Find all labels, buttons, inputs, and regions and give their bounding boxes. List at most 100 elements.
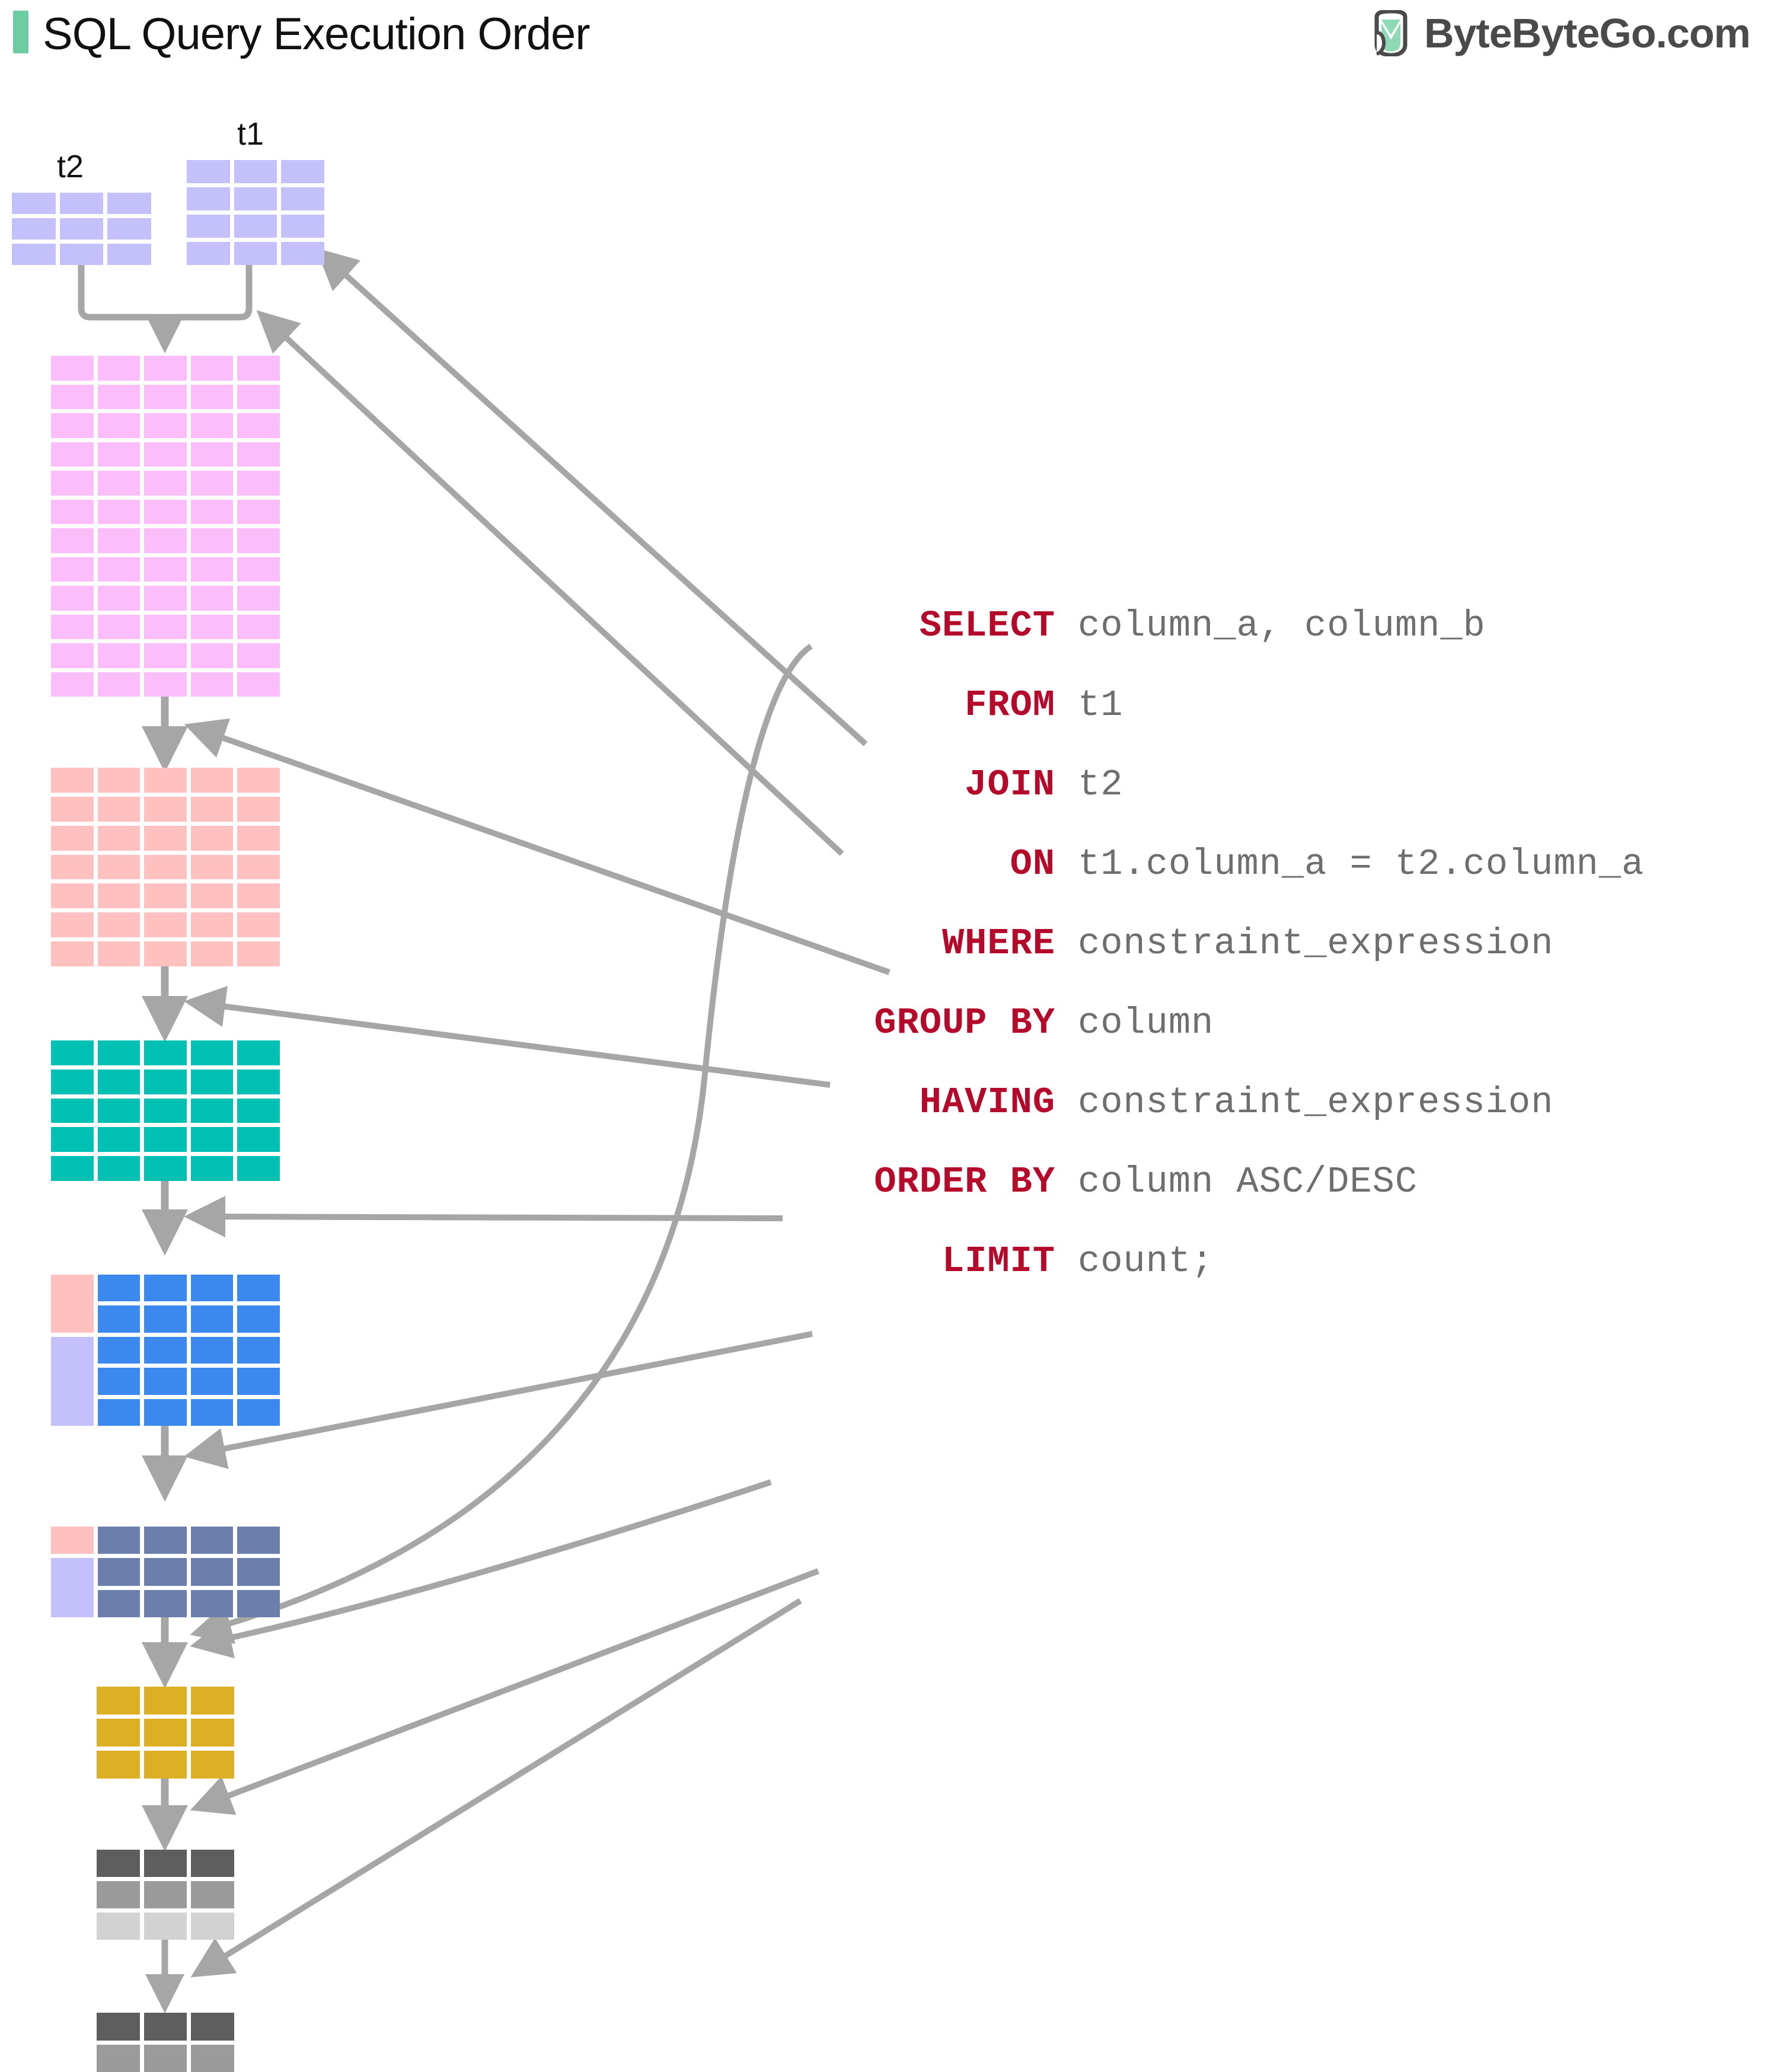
table-cell	[51, 586, 94, 611]
table-cell	[191, 586, 234, 611]
table-cell	[98, 1337, 141, 1364]
table-cell	[97, 1913, 140, 1940]
table-cell	[144, 615, 187, 640]
table-cell	[234, 215, 277, 238]
table-cell	[144, 1590, 187, 1617]
table-cell	[97, 1687, 140, 1715]
table-cell	[51, 1069, 94, 1094]
table-cell	[191, 1305, 234, 1332]
table-cell	[191, 413, 234, 438]
table-cell	[144, 471, 187, 496]
table-cell	[144, 1069, 187, 1094]
sql-keyword: LIMIT	[818, 1240, 1055, 1282]
table-cell	[98, 826, 141, 851]
table-cell	[237, 557, 280, 582]
table-cell	[144, 385, 187, 410]
table-cell	[191, 442, 234, 467]
table-cell	[237, 385, 280, 410]
table-cell	[191, 1156, 234, 1181]
table-cell	[191, 768, 234, 793]
table-cell	[51, 557, 94, 582]
table-cell	[281, 242, 324, 265]
table-cell	[51, 797, 94, 822]
sql-keyword: JOIN	[818, 764, 1055, 806]
sql-keyword: SELECT	[818, 605, 1055, 647]
table-cell	[144, 442, 187, 467]
table-cell	[237, 1558, 280, 1585]
table-cell	[51, 768, 94, 793]
table-cell	[237, 442, 280, 467]
table-cell	[60, 244, 104, 265]
table-cell	[191, 1275, 234, 1301]
table-cell	[51, 385, 94, 410]
table-cell	[191, 500, 234, 525]
table-cell	[237, 1368, 280, 1394]
table-cell	[191, 1527, 234, 1554]
table-cell	[51, 356, 94, 381]
sql-keyword: GROUP BY	[818, 1002, 1055, 1044]
table-cell	[187, 215, 230, 238]
table-cell	[51, 615, 94, 640]
table-cell	[144, 912, 187, 937]
table-cell	[144, 1337, 187, 1364]
sql-expression: column ASC/DESC	[1078, 1161, 1418, 1203]
table-cell	[191, 826, 234, 851]
table-cell	[98, 385, 141, 410]
table-cell	[51, 1040, 94, 1065]
table-cell	[191, 1127, 234, 1152]
sql-keyword: ON	[818, 843, 1055, 885]
table-cell	[237, 1399, 280, 1426]
stage-join-result	[51, 356, 280, 697]
table-cell	[191, 385, 234, 410]
table-cell	[144, 1099, 187, 1123]
table-cell	[237, 1156, 280, 1181]
table-label-t1: t1	[237, 116, 264, 152]
table-cell	[144, 557, 187, 582]
table-cell	[98, 1156, 141, 1181]
table-cell	[98, 557, 141, 582]
sql-expression: t1	[1078, 684, 1123, 726]
table-cell	[191, 615, 234, 640]
group-key-cell-bottom	[51, 1337, 94, 1426]
table-cell	[98, 855, 141, 880]
group-key-cell-top	[51, 1527, 94, 1554]
table-cell	[107, 218, 151, 240]
table-cell	[51, 912, 94, 937]
stage-where-result	[51, 768, 280, 966]
table-cell	[237, 1337, 280, 1364]
sql-keyword: WHERE	[818, 922, 1055, 965]
table-cell	[98, 442, 141, 467]
table-cell	[144, 1275, 187, 1301]
table-cell	[144, 883, 187, 908]
table-cell	[98, 356, 141, 381]
table-cell	[98, 1099, 141, 1123]
stage-limit-result	[97, 2013, 234, 2072]
table-cell	[144, 1913, 187, 1940]
table-cell	[144, 413, 187, 438]
table-cell	[191, 1558, 234, 1585]
table-cell	[191, 1751, 234, 1779]
table-cell	[237, 826, 280, 851]
table-cell	[237, 1527, 280, 1554]
table-cell	[237, 768, 280, 793]
table-cell	[51, 672, 94, 697]
table-cell	[51, 471, 94, 496]
table-cell	[237, 413, 280, 438]
table-cell	[191, 1368, 234, 1394]
table-cell	[144, 528, 187, 553]
table-cell	[12, 218, 56, 240]
table-cell	[98, 643, 141, 668]
table-cell	[98, 1275, 141, 1301]
stage-select-result	[97, 1687, 234, 1779]
table-cell	[191, 528, 234, 553]
table-cell	[144, 768, 187, 793]
table-cell	[237, 586, 280, 611]
table-cell	[191, 941, 234, 966]
table-cell	[98, 1527, 141, 1554]
table-cell	[144, 1156, 187, 1181]
sql-expression: constraint_expression	[1078, 922, 1553, 965]
table-cell	[51, 442, 94, 467]
table-cell	[98, 1069, 141, 1094]
table-cell	[237, 1275, 280, 1301]
